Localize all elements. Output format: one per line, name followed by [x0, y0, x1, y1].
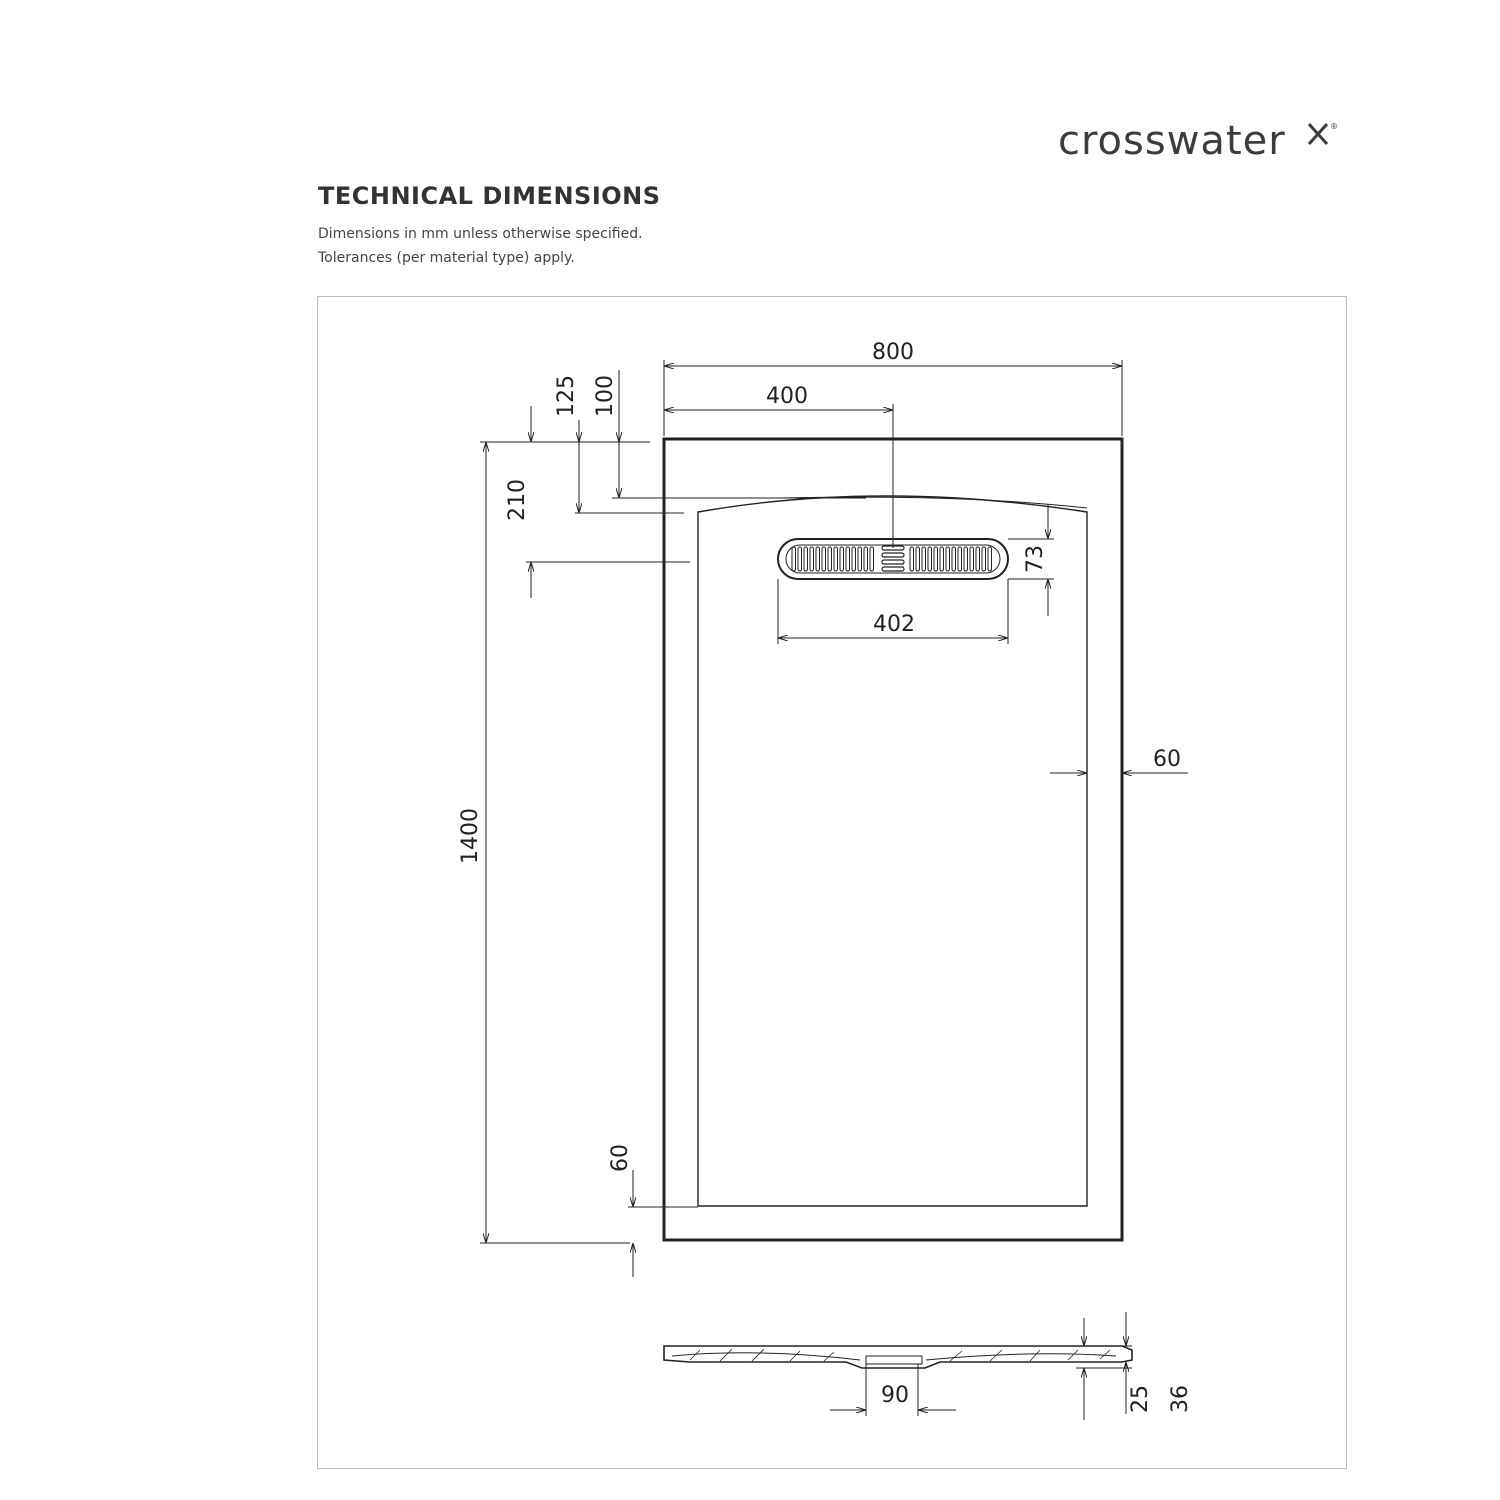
brand-logo-text: crosswater — [1058, 118, 1286, 164]
dim-edge-to-curve-top: 125 — [554, 375, 579, 417]
dim-edge-to-inner-top: 100 — [593, 375, 618, 417]
dim-drain-center: 400 — [766, 384, 808, 409]
dimension-lines — [480, 360, 1188, 1277]
dim-section-depth-total: 36 — [1168, 1385, 1193, 1413]
dim-edge-to-waste-center: 210 — [505, 479, 530, 521]
registered-mark: ® — [1330, 122, 1338, 131]
grate-slot — [933, 546, 938, 572]
crosswater-x-icon: ® — [1307, 122, 1338, 146]
grate-slots-right — [909, 546, 992, 572]
tray-outer-edge — [662, 437, 1124, 1242]
grate-slot — [969, 546, 974, 572]
grate-slot — [951, 546, 956, 572]
dim-overall-width: 800 — [872, 340, 914, 365]
grate-slot — [803, 546, 808, 572]
grate-slot — [791, 546, 796, 572]
grate-slot — [945, 546, 950, 572]
tray-curve-line — [779, 496, 1088, 509]
grate-slot — [851, 546, 856, 572]
dim-side-rim: 60 — [1153, 747, 1181, 772]
grate-slot — [815, 546, 820, 572]
grate-slot — [863, 546, 868, 572]
page-title: TECHNICAL DIMENSIONS — [318, 182, 661, 210]
grate-slot — [987, 546, 992, 572]
dim-waste-height: 73 — [1023, 545, 1048, 573]
dim-waste-length: 402 — [873, 612, 915, 637]
grate-slot — [857, 546, 862, 572]
grate-slot — [927, 546, 932, 572]
grate-slot — [797, 546, 802, 572]
section-hatching — [689, 1348, 1111, 1362]
dim-section-waste-width: 90 — [881, 1383, 909, 1408]
tray-section-view — [663, 1345, 1133, 1369]
dim-section-depth-inner: 25 — [1128, 1385, 1153, 1413]
drawing-frame — [317, 296, 1347, 1469]
grate-slot — [833, 546, 838, 572]
units-note: Dimensions in mm unless otherwise specif… — [318, 226, 643, 242]
grate-slot — [809, 546, 814, 572]
grate-slot — [975, 546, 980, 572]
grate-slot — [839, 546, 844, 572]
grate-slot — [963, 546, 968, 572]
grate-slot — [909, 546, 914, 572]
grate-slot — [821, 546, 826, 572]
grate-slot — [981, 546, 986, 572]
grate-slot — [915, 546, 920, 572]
dim-overall-length: 1400 — [458, 808, 483, 864]
grate-slot — [921, 546, 926, 572]
tray-plan-view — [662, 437, 1124, 1242]
grate-slot — [957, 546, 962, 572]
grate-slot — [869, 546, 874, 572]
grate-slots-left — [791, 546, 874, 572]
tray-inner-edge — [697, 495, 1088, 1207]
grate-slot — [939, 546, 944, 572]
dim-bottom-rim: 60 — [608, 1144, 633, 1172]
section-dimension-lines — [830, 1312, 1132, 1420]
dimension-labels: 800 400 125 100 210 1400 73 402 60 60 90… — [458, 340, 1193, 1413]
grate-slot — [845, 546, 850, 572]
tolerance-note: Tolerances (per material type) apply. — [318, 250, 575, 266]
grate-slot — [827, 546, 832, 572]
grate-center-bars — [881, 545, 905, 572]
